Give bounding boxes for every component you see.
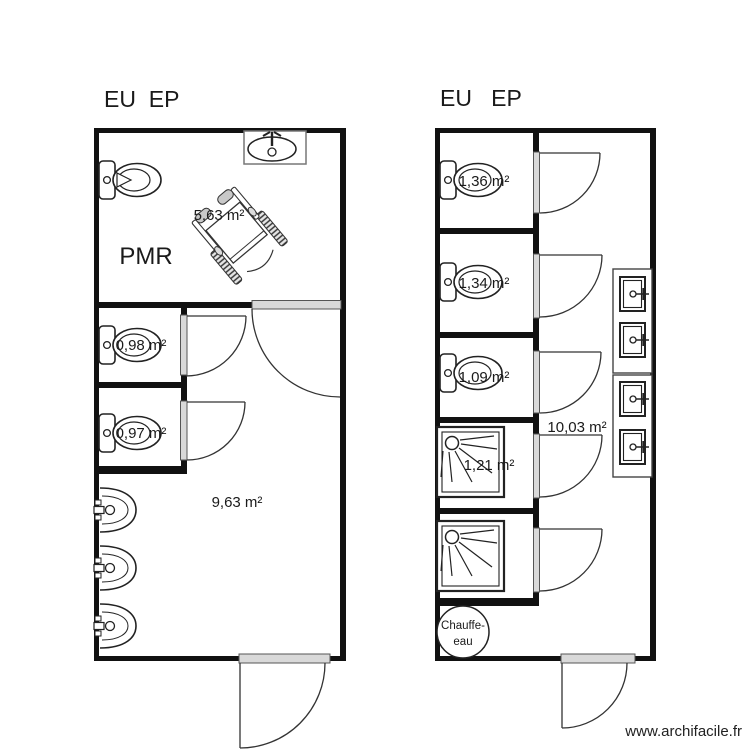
- left-plan: EU EP: [93, 86, 346, 749]
- urinal-icon: [618, 428, 651, 466]
- shower-1-door: [533, 433, 603, 499]
- right-exit-door: [560, 653, 636, 729]
- stall-3-area-label: 1,09 m²: [459, 369, 510, 386]
- stall-a-area-label: 0,98 m²: [116, 337, 167, 354]
- wheelchair-icon: [191, 186, 288, 285]
- right-plan-outer-walls: [435, 128, 656, 661]
- sink-icon: [93, 545, 137, 591]
- sink-icon: [93, 603, 137, 649]
- main-area-label: 9,63 m²: [212, 494, 263, 511]
- sink-icon: [93, 487, 137, 533]
- pmr-toilet-jet-icon: [116, 172, 133, 188]
- right-plan-title: EU EP: [440, 85, 522, 111]
- watermark: www.archifacile.fr: [624, 723, 742, 740]
- left-plan-outer-walls: [94, 128, 346, 661]
- pmr-label: PMR: [119, 243, 172, 270]
- urinal-icon: [618, 275, 651, 313]
- shower-2-icon: [435, 519, 506, 593]
- shower-1-area-label: 1,21 m²: [464, 457, 515, 474]
- right-plan: EU EP: [435, 85, 656, 729]
- water-heater-label-line2: eau: [453, 636, 472, 648]
- stall-2-area-label: 1,34 m²: [459, 275, 510, 292]
- stall-1-area-label: 1,36 m²: [459, 173, 510, 190]
- stall-b-area-label: 0,97 m²: [116, 425, 167, 442]
- left-exit-door: [238, 653, 331, 749]
- urinal-icon: [618, 321, 651, 359]
- shower-2-door: [533, 527, 603, 593]
- right-plan-interior-walls: [435, 128, 539, 606]
- water-heater-label-line1: Chauffe-: [441, 620, 485, 632]
- left-plan-interior-walls: [94, 302, 252, 474]
- pmr-sink-icon: [243, 130, 307, 165]
- corridor-area-label: 10,03 m²: [547, 419, 606, 436]
- stall-1-door: [533, 151, 601, 214]
- urinal-icon: [618, 380, 651, 418]
- stall-3-door: [533, 350, 602, 414]
- stall-a-door: [180, 314, 247, 377]
- water-heater: Chauffe- eau: [436, 605, 490, 659]
- left-plan-title: EU EP: [104, 86, 179, 112]
- pmr-area-label: 5,63 m²: [194, 207, 245, 224]
- stall-b-door: [180, 400, 246, 461]
- urinal-blocks: [612, 268, 653, 478]
- stall-2-door: [533, 253, 603, 319]
- pmr-room-door: [251, 300, 342, 398]
